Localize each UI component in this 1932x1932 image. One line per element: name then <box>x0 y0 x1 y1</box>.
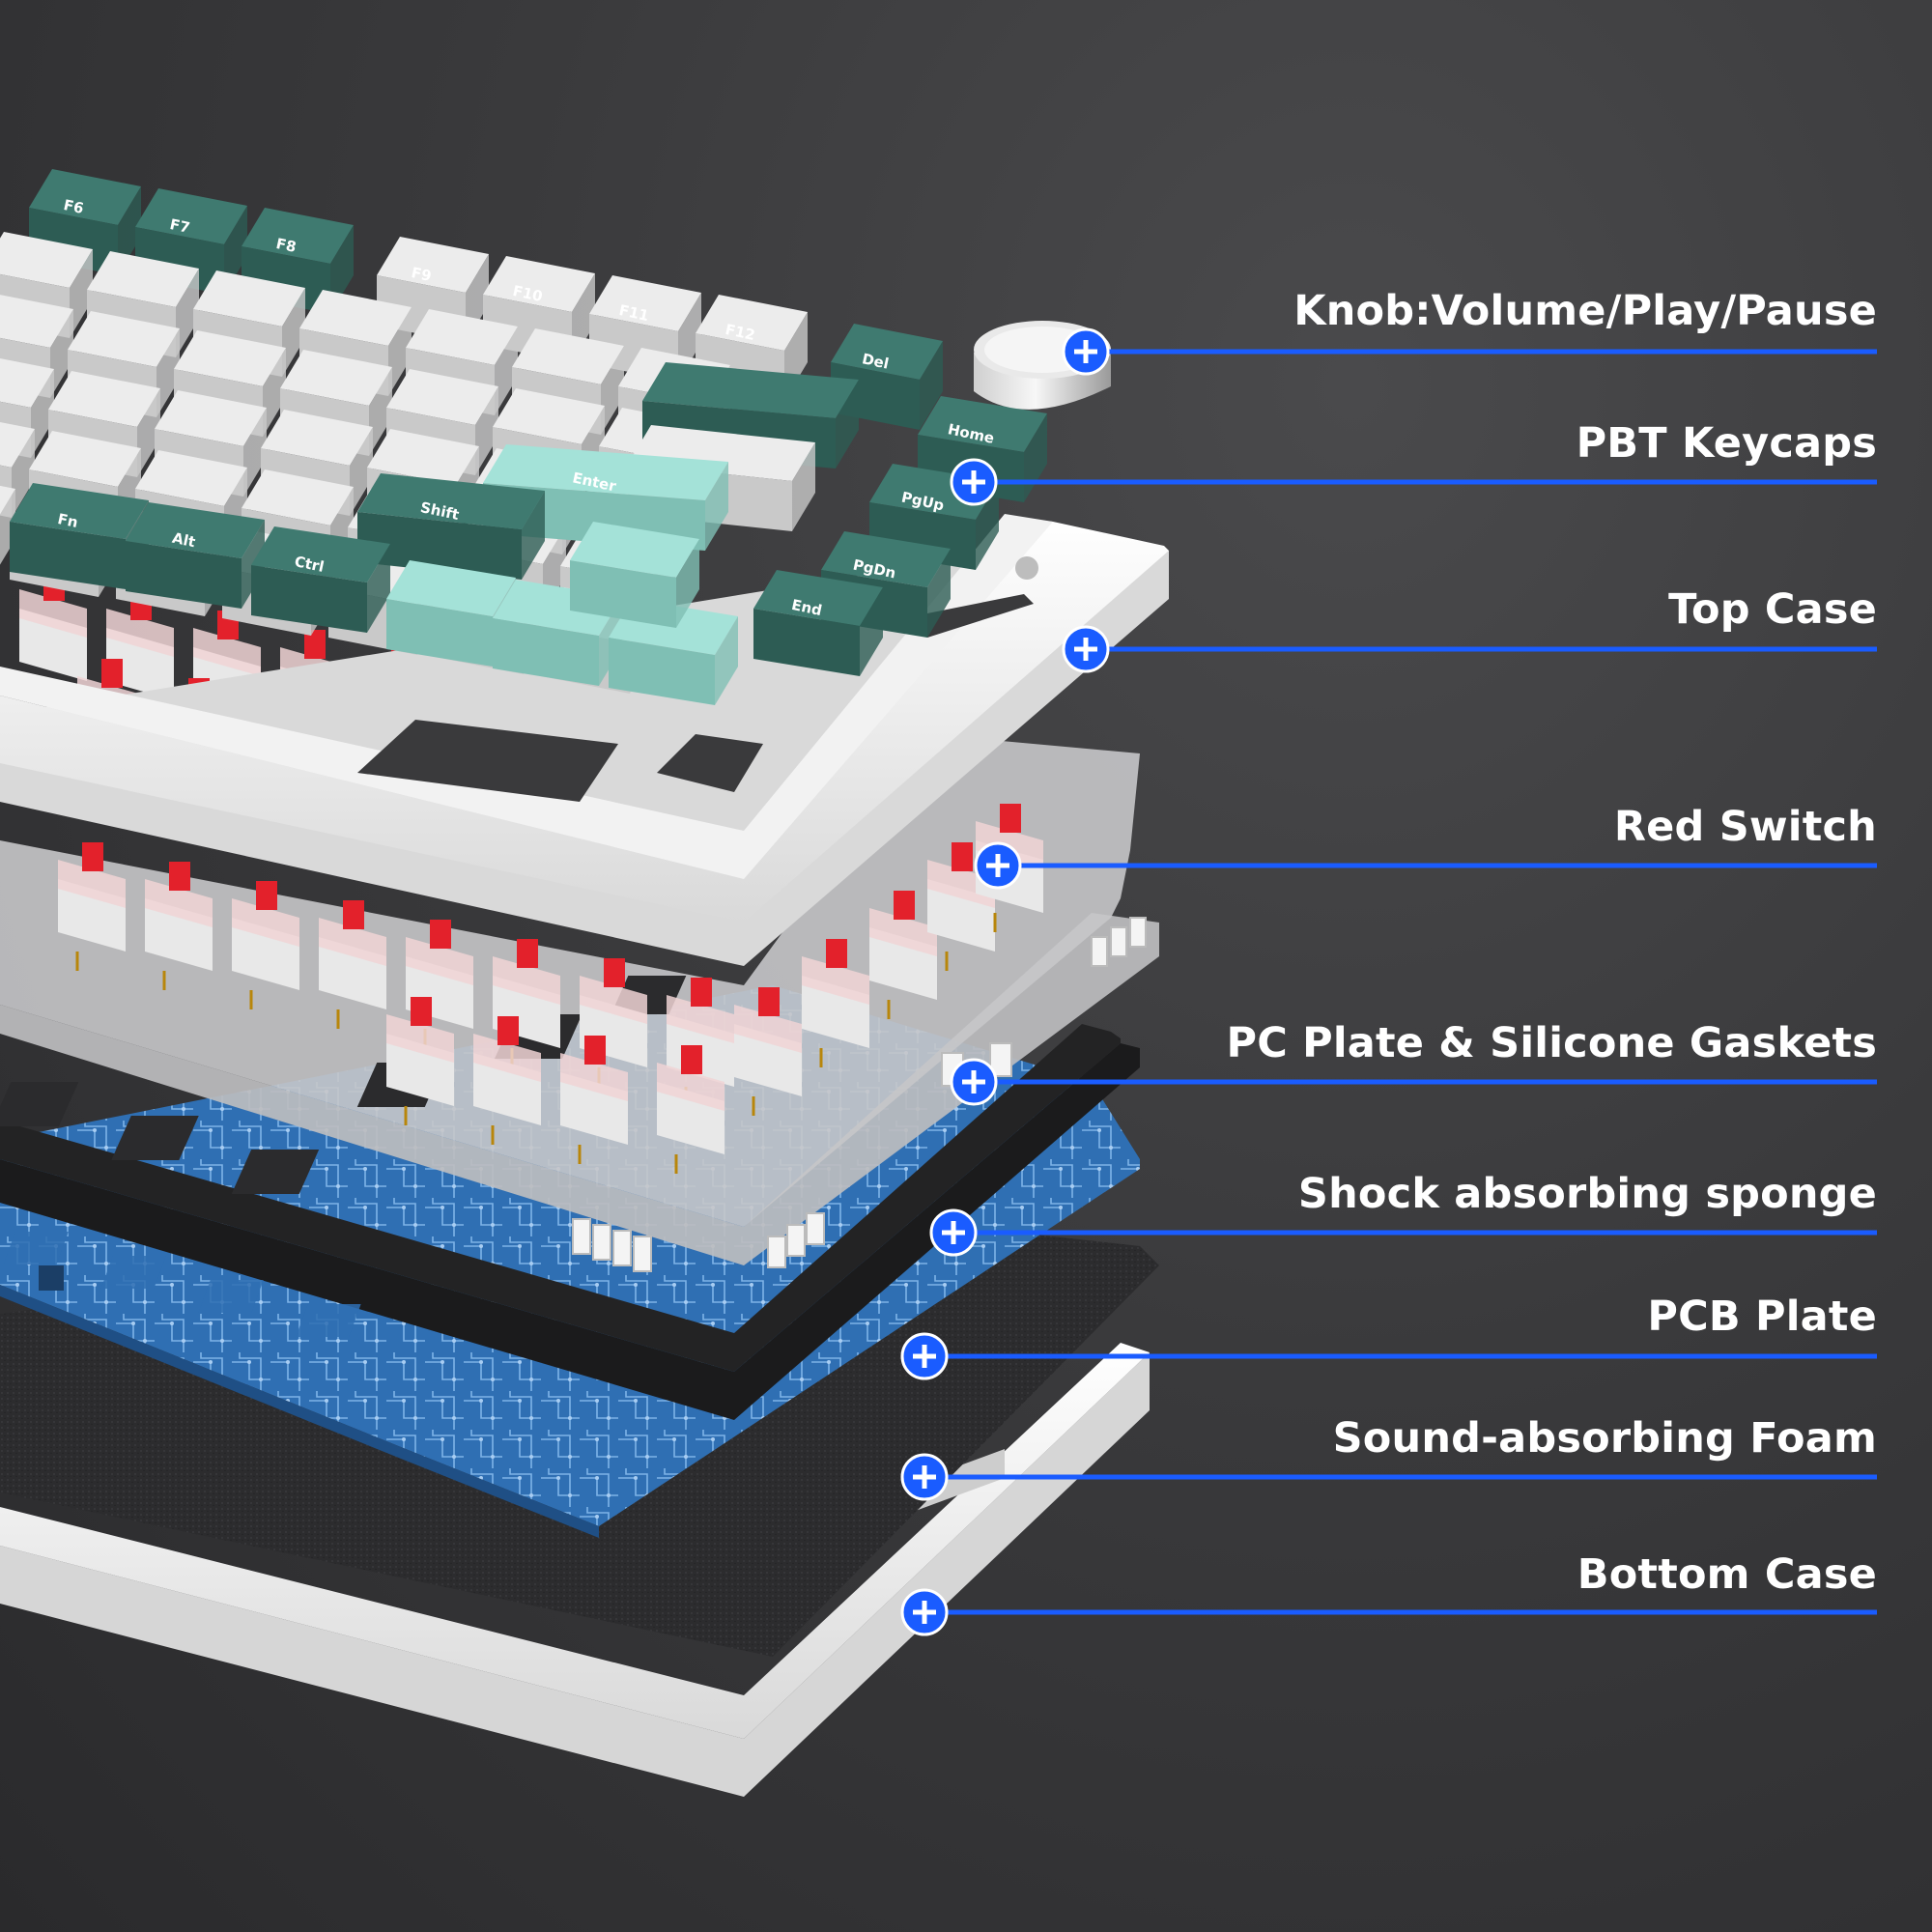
keycap-legend-text: F7 <box>168 215 191 237</box>
keycap-legend-text: Ctrl <box>293 553 326 576</box>
red-switch <box>319 900 386 1029</box>
callout-line <box>1062 327 1877 376</box>
red-switch <box>106 591 174 720</box>
callout-label-red-switch: Red Switch <box>1613 803 1877 851</box>
callout-lines <box>900 327 1877 1636</box>
callout-label-knob: Knob:Volume/Play/Pause <box>1293 287 1877 335</box>
pbt-keycap-set: F6F7F8F9F10F11F12DelEnterShiftHomePgUpPg… <box>0 169 1047 705</box>
red-switch <box>927 842 995 971</box>
keycap-legend: Ctrl <box>251 526 390 633</box>
callout-line <box>900 1588 1877 1636</box>
red-switch <box>58 842 126 971</box>
keycap-legend: End <box>753 570 883 676</box>
plus-icon[interactable] <box>929 1208 978 1257</box>
plus-icon[interactable] <box>974 841 1022 890</box>
keycap-legend-text: F9 <box>410 264 433 285</box>
plus-icon[interactable] <box>1062 625 1110 673</box>
red-switch <box>473 1016 541 1145</box>
plus-icon[interactable] <box>900 1332 949 1380</box>
red-switch <box>802 939 869 1067</box>
callout-line <box>1062 625 1877 673</box>
plus-icon[interactable] <box>1062 327 1110 376</box>
keycap-legend: F7 <box>135 188 247 295</box>
callout-line <box>900 1332 1877 1380</box>
keycap-legend-text: Fn <box>56 510 79 531</box>
plus-icon[interactable] <box>900 1453 949 1501</box>
keycap-legend: F6 <box>29 169 141 275</box>
callout-label-pc-plate-silicone-gaskets: PC Plate & Silicone Gaskets <box>1226 1019 1877 1067</box>
keycap-legend-text: Alt <box>171 529 197 552</box>
plus-icon[interactable] <box>900 1588 949 1636</box>
callout-label-top-case: Top Case <box>1668 585 1877 634</box>
callout-line <box>950 458 1877 506</box>
red-switch <box>232 881 299 1009</box>
plus-icon[interactable] <box>950 1058 998 1106</box>
callout-line <box>929 1208 1877 1257</box>
callout-line <box>950 1058 1877 1106</box>
red-switch <box>734 987 802 1116</box>
keycap-legend: Shift <box>357 473 545 580</box>
callout-label-bottom-case: Bottom Case <box>1577 1550 1877 1599</box>
callout-label-sound-absorbing-foam: Sound-absorbing Foam <box>1332 1414 1877 1463</box>
callout-label-pcb-plate: PCB Plate <box>1647 1293 1877 1341</box>
keycap-legend: Alt <box>126 502 265 609</box>
keycap-legend-text: F6 <box>62 196 85 217</box>
plus-icon[interactable] <box>950 458 998 506</box>
red-switch <box>386 997 454 1125</box>
keycap <box>0 485 15 565</box>
keycap-legend-text: Del <box>861 350 891 372</box>
shock-absorbing-sponge <box>0 1005 1140 1420</box>
callout-line <box>900 1453 1877 1501</box>
callout-label-shock-absorbing-sponge: Shock absorbing sponge <box>1297 1170 1877 1218</box>
callout-line <box>974 841 1877 890</box>
red-switch <box>869 891 937 1019</box>
keycap-legend-text: F8 <box>274 235 298 256</box>
keycap <box>570 522 699 628</box>
red-switch <box>560 1036 628 1164</box>
red-switch <box>657 1045 724 1174</box>
red-switch <box>145 862 213 990</box>
callout-label-pbt-keycaps: PBT Keycaps <box>1576 419 1877 468</box>
